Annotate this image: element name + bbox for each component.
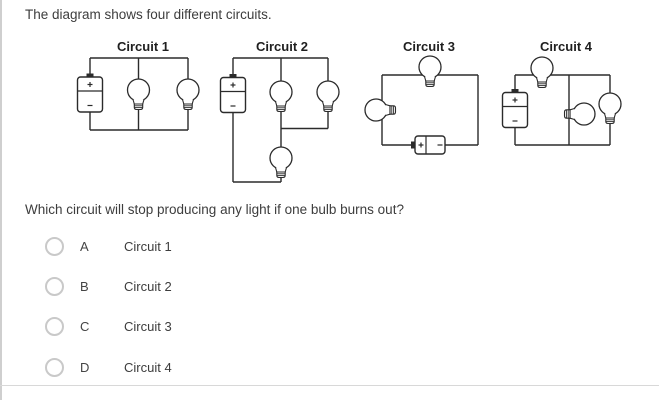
- bulb-icon: [316, 80, 340, 113]
- option-b-label: Circuit 2: [124, 278, 172, 294]
- option-c-radio[interactable]: [45, 316, 64, 336]
- option-d-letter: D: [80, 359, 90, 375]
- option-a-radio[interactable]: [45, 236, 64, 256]
- circuit-3-title: Circuit 3: [402, 39, 455, 54]
- battery-icon: [501, 88, 529, 129]
- bulb-icon: [598, 92, 622, 125]
- circuit-4-title: Circuit 4: [539, 39, 592, 54]
- option-c-label: Circuit 3: [124, 318, 172, 334]
- question-text: Which circuit will stop producing any li…: [25, 202, 404, 217]
- circuit-4-diagram: [501, 56, 622, 146]
- option-row-b[interactable]: B Circuit 2: [45, 276, 172, 296]
- option-c-letter: C: [80, 318, 90, 334]
- intro-text: The diagram shows four different circuit…: [25, 7, 272, 22]
- option-row-d[interactable]: D Circuit 4: [45, 357, 172, 377]
- option-b-radio[interactable]: [45, 276, 64, 296]
- battery-icon: [76, 72, 104, 113]
- option-row-c[interactable]: C Circuit 3: [45, 316, 172, 336]
- option-b-letter: B: [80, 278, 89, 294]
- option-d-radio[interactable]: [45, 357, 64, 377]
- option-d-label: Circuit 4: [124, 359, 172, 375]
- battery-icon: [219, 73, 247, 114]
- bulb-icon: [126, 78, 151, 111]
- option-row-a[interactable]: A Circuit 1: [45, 236, 172, 256]
- circuit-2-diagram: [219, 57, 340, 183]
- bulb-icon: [364, 98, 397, 122]
- option-a-letter: A: [80, 238, 89, 254]
- bulb-icon: [418, 55, 442, 88]
- bulb-icon: [269, 146, 293, 179]
- option-a-label: Circuit 1: [124, 238, 172, 254]
- bulb-icon: [176, 78, 200, 111]
- battery-icon: [410, 135, 446, 155]
- circuit-1-diagram: [76, 57, 200, 131]
- bulb-icon: [269, 80, 293, 113]
- panel-left-border: [0, 0, 2, 400]
- circuit-2-title: Circuit 2: [255, 39, 308, 54]
- circuit-3-diagram: [364, 55, 479, 155]
- circuit-1-title: Circuit 1: [116, 39, 169, 54]
- bulb-icon: [530, 56, 554, 89]
- bottom-divider: [0, 385, 659, 386]
